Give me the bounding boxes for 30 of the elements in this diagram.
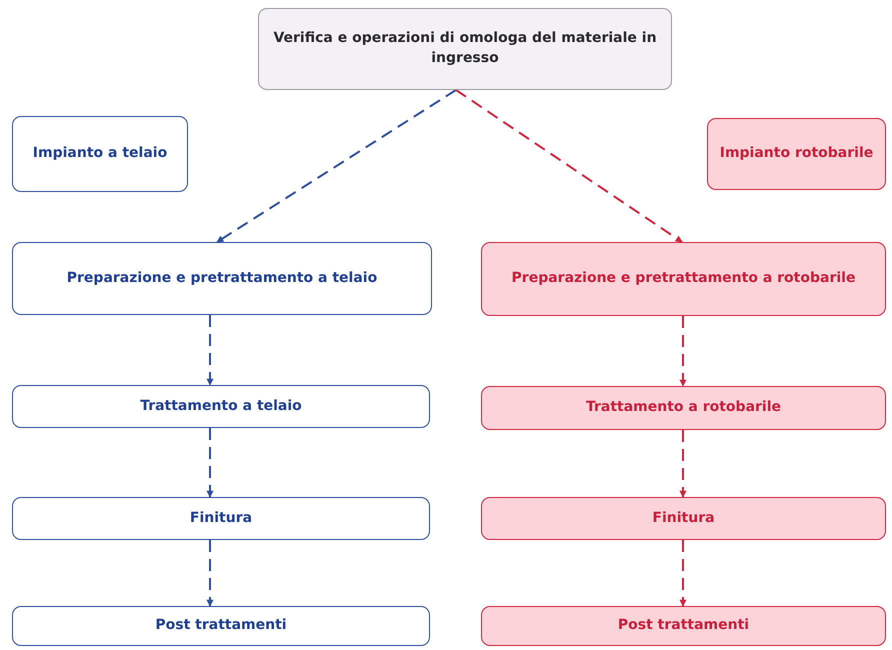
- process-box: [707, 118, 886, 190]
- box-label: Preparazione e pretrattamento a telaio: [66, 268, 378, 288]
- box-label: Post trattamenti: [155, 616, 287, 636]
- box-label: Trattamento a rotobarile: [586, 398, 782, 418]
- process-box: [12, 385, 430, 428]
- process-box: [481, 497, 886, 540]
- box-label: Finitura: [652, 508, 715, 528]
- dashed-arrow: [206, 428, 214, 498]
- dashed-arrow: [680, 316, 686, 387]
- box-label: Impianto rotobarile: [720, 144, 874, 164]
- process-box: [481, 242, 886, 316]
- box-label: Verifica e operazioni di omologa del materiale in ingresso: [272, 29, 658, 68]
- process-box: [481, 606, 886, 646]
- dashed-arrow: [680, 540, 686, 607]
- process-box: [12, 497, 430, 540]
- box-label: Impianto a telaio: [32, 144, 168, 164]
- dashed-arrow: [455, 89, 683, 243]
- process-box: [481, 386, 886, 430]
- box-label: Preparazione e pretrattamento a rotobarile: [512, 269, 856, 288]
- process-box: [12, 116, 188, 192]
- box-label: Finitura: [190, 508, 252, 528]
- dashed-arrow: [216, 89, 457, 243]
- dashed-arrow: [206, 540, 214, 607]
- dashed-arrow: [206, 315, 214, 386]
- box-label: Post trattamenti: [618, 616, 750, 636]
- process-box: [12, 242, 432, 315]
- box-label: Trattamento a telaio: [140, 396, 302, 416]
- process-box: [12, 606, 430, 646]
- process-box: [258, 8, 672, 90]
- dashed-arrow: [680, 430, 686, 498]
